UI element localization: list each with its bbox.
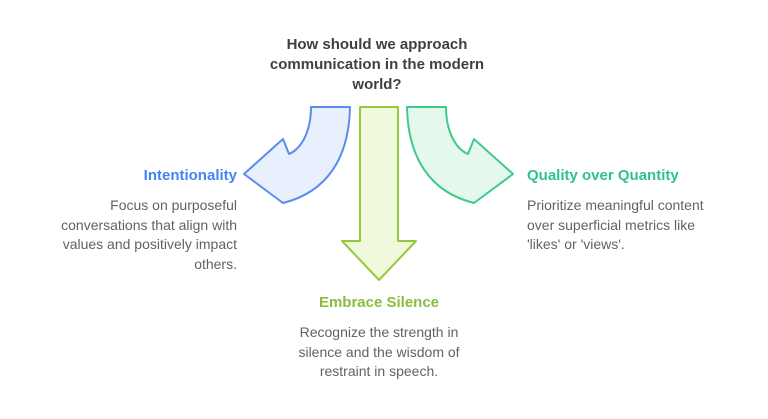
branch-description-intentionality: Focus on purposeful conversations that a… xyxy=(61,197,237,272)
branch-quality-over-quantity: Quality over Quantity Prioritize meaning… xyxy=(527,166,757,255)
branch-embrace-silence: Embrace Silence Recognize the strength i… xyxy=(248,293,510,382)
branch-intentionality: Intentionality Focus on purposeful conve… xyxy=(22,166,237,274)
branch-description-quality-over-quantity: Prioritize meaningful content over super… xyxy=(527,197,704,252)
branch-label-embrace-silence: Embrace Silence xyxy=(318,294,440,311)
page-title: How should we approach communication in … xyxy=(269,36,485,93)
down-arrow-icon xyxy=(341,106,417,281)
branch-label-intentionality: Intentionality xyxy=(143,167,237,184)
branch-description-embrace-silence: Recognize the strength in silence and th… xyxy=(298,324,460,379)
branch-label-quality-over-quantity: Quality over Quantity xyxy=(527,167,679,184)
left-curved-arrow-icon xyxy=(243,106,351,204)
right-curved-arrow-icon xyxy=(406,106,514,204)
